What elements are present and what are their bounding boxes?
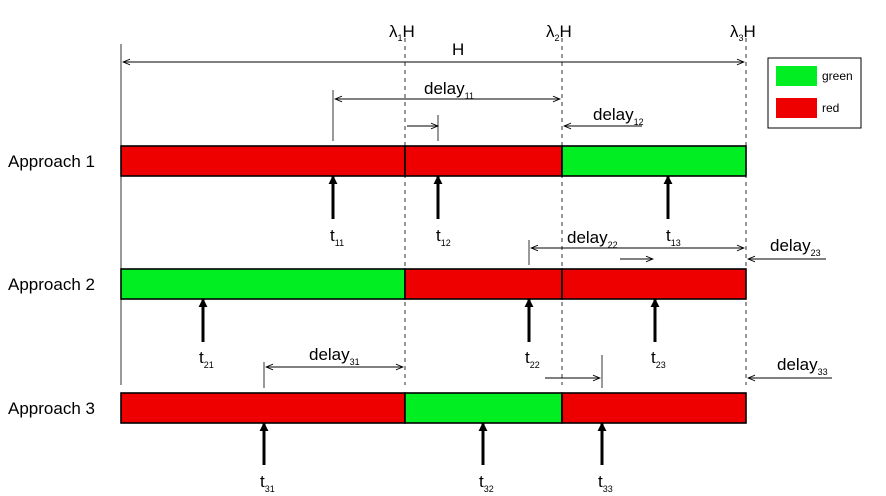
arrival-label-31: t31 xyxy=(260,472,275,494)
approach-2-segment-3 xyxy=(561,268,747,300)
approach-2-segment-2 xyxy=(404,268,563,300)
delay11-label: delay11 xyxy=(424,79,474,101)
approach-1: Approach 1 xyxy=(8,145,747,177)
approach-2-label: Approach 2 xyxy=(8,275,95,294)
approach-3-segment-1 xyxy=(120,392,406,424)
arrival-labels: t11 t12 t13 t21 t22 t23 t31 t32 t33 xyxy=(199,226,681,494)
arrival-label-13: t13 xyxy=(666,226,681,248)
arrival-label-12: t12 xyxy=(436,226,451,248)
approach-2: Approach 2 xyxy=(8,268,747,300)
legend-green-swatch xyxy=(776,66,817,86)
delay33-label: delay33 xyxy=(777,355,828,377)
approach-1-segment-3 xyxy=(561,145,747,177)
lambda2-label: λ2H xyxy=(546,22,572,43)
arrival-label-22: t22 xyxy=(525,348,540,370)
delay22-label: delay22 xyxy=(567,228,618,250)
approach-2-segment-1 xyxy=(120,268,406,300)
arrival-label-23: t23 xyxy=(651,348,666,370)
arrival-label-33: t33 xyxy=(598,472,613,494)
legend: green red xyxy=(767,57,862,129)
arrival-label-21: t21 xyxy=(199,348,214,370)
approach-3-segment-2 xyxy=(404,392,563,424)
arrival-label-32: t32 xyxy=(479,472,494,494)
delay23-label: delay23 xyxy=(770,236,821,258)
approach-3: Approach 3 xyxy=(8,392,747,424)
horizon-label: H xyxy=(452,40,464,59)
approach-1-segment-2 xyxy=(404,145,563,177)
legend-red-label: red xyxy=(822,101,839,115)
arrival-label-11: t11 xyxy=(330,226,344,248)
delay31-label: delay31 xyxy=(309,345,360,367)
approach-3-label: Approach 3 xyxy=(8,399,95,418)
delay-brackets: delay11 delay12 delay22 delay23 delay31 … xyxy=(263,79,832,388)
approach-1-segment-1 xyxy=(120,145,406,177)
lambda1-label: λ1H xyxy=(389,22,415,43)
approach-3-segment-3 xyxy=(561,392,747,424)
arrival-arrows xyxy=(198,175,673,465)
delay12-label: delay12 xyxy=(593,105,644,127)
legend-green-label: green xyxy=(822,69,853,83)
legend-red-swatch xyxy=(776,98,817,118)
approach-1-label: Approach 1 xyxy=(8,152,95,171)
marker-labels: λ1H λ2H λ3H H xyxy=(389,22,756,59)
lambda3-label: λ3H xyxy=(730,22,756,43)
